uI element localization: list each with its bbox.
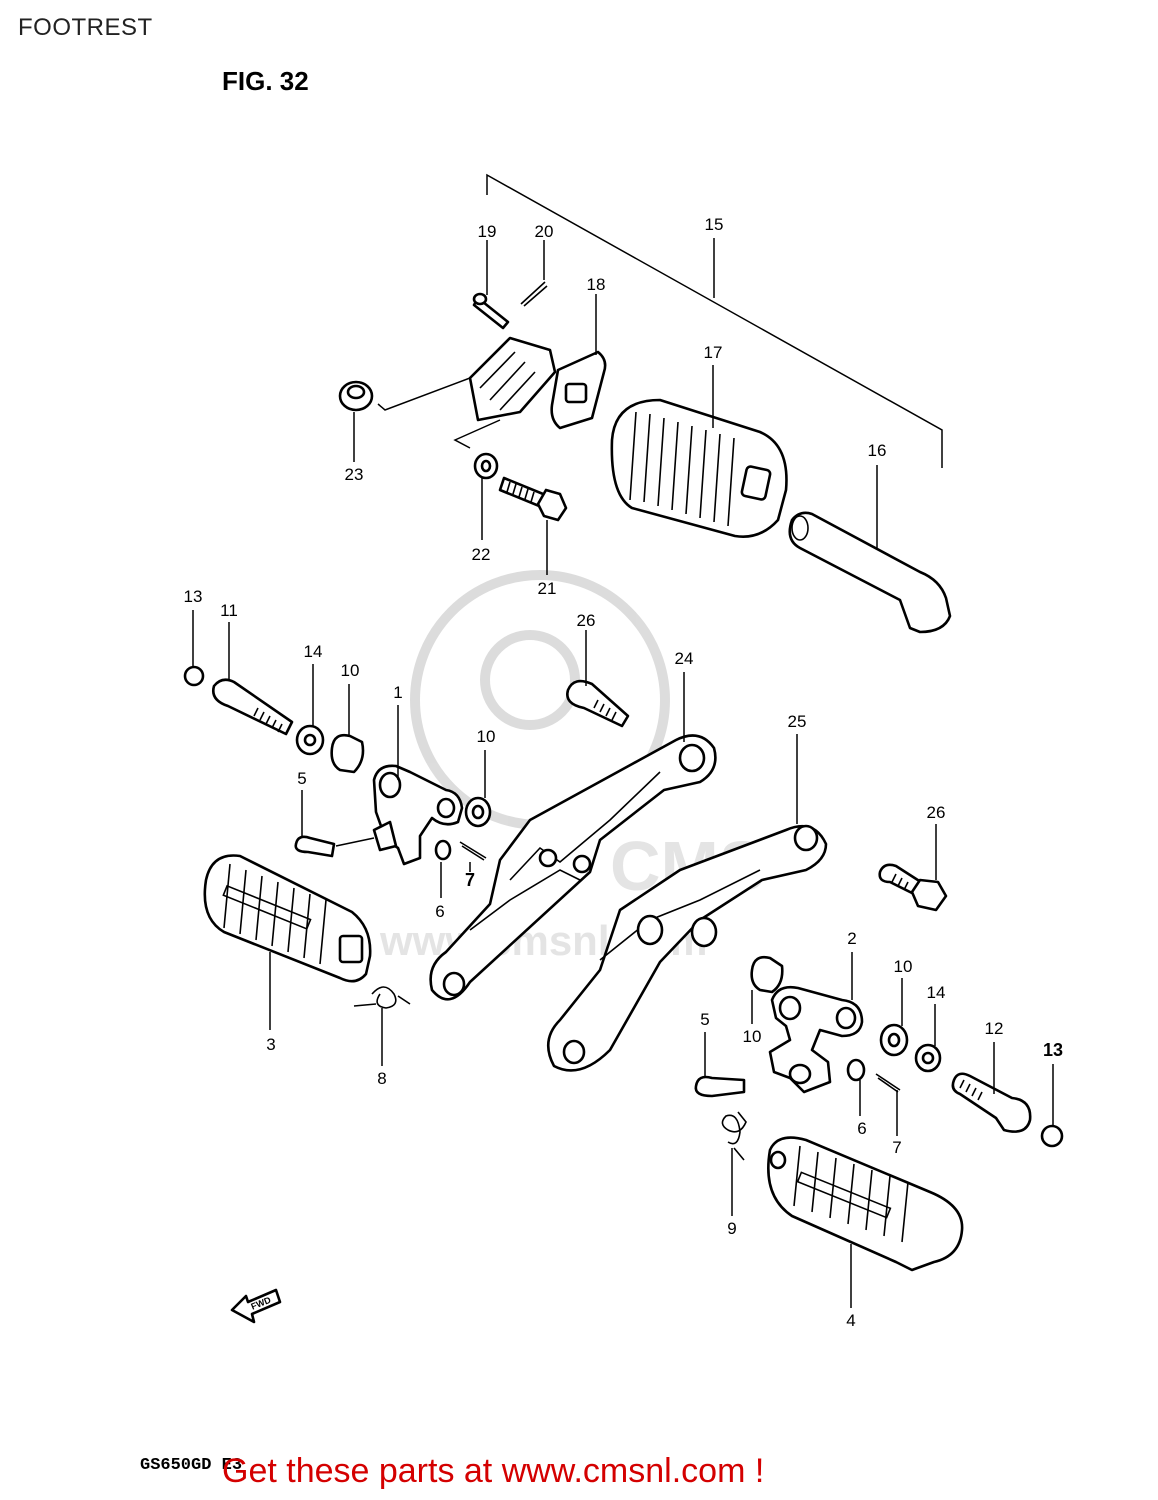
- part-10-bush-right-b: [879, 978, 909, 1057]
- part-14-washer-right: [914, 1004, 942, 1073]
- part-22-washer: [473, 452, 499, 540]
- callout-5-left: 5: [297, 769, 306, 788]
- part-11-bolt: [212, 622, 294, 736]
- callout-17: 17: [704, 343, 723, 362]
- part-24-bracket: [429, 672, 717, 1001]
- callout-3: 3: [266, 1035, 275, 1054]
- part-8-spring-left: [353, 986, 411, 1066]
- callout-8: 8: [377, 1069, 386, 1088]
- callout-11: 11: [220, 601, 238, 620]
- callout-22: 22: [472, 545, 491, 564]
- callout-12: 12: [985, 1019, 1004, 1038]
- part-17-rubber: [610, 365, 788, 538]
- part-5-pin-right: [694, 1032, 746, 1098]
- callout-9: 9: [727, 1219, 736, 1238]
- callout-14-left: 14: [304, 642, 323, 661]
- callout-10-right-a: 10: [743, 1027, 762, 1046]
- part-7-cotter-left: [459, 841, 487, 872]
- page-title: FOOTREST: [18, 14, 153, 41]
- part-3-footpeg-left: [203, 854, 372, 1030]
- model-code: GS650GD E3: [140, 1456, 243, 1475]
- callout-24: 24: [675, 649, 694, 668]
- part-16-shaft: [788, 465, 952, 634]
- callout-19: 19: [478, 222, 497, 241]
- callout-6-right: 6: [857, 1119, 866, 1138]
- part-13-nut-left: [183, 610, 205, 687]
- callout-13-right: 13: [1043, 1040, 1063, 1060]
- part-1-bracket-left: [372, 705, 464, 866]
- callout-15: 15: [705, 215, 724, 234]
- callout-26-right: 26: [927, 803, 946, 822]
- callout-26-upper: 26: [577, 611, 596, 630]
- part-14-washer-left: [295, 664, 325, 756]
- part-19-pin: [472, 240, 510, 330]
- callout-13-left: 13: [184, 587, 203, 606]
- part-6-washer-left: [434, 839, 452, 898]
- callout-7-right: 7: [892, 1138, 901, 1157]
- part-18-plate: [550, 294, 607, 430]
- callout-4: 4: [846, 1311, 855, 1330]
- callout-10-left-b: 10: [477, 727, 496, 746]
- part-25-bracket: [546, 734, 828, 1072]
- callout-25: 25: [788, 712, 807, 731]
- part-5-pin-left: [294, 790, 375, 858]
- get-parts-link[interactable]: Get these parts at www.cmsnl.com !: [222, 1452, 765, 1490]
- part-10-bush-right-a: [750, 955, 784, 1024]
- callout-10-left-a: 10: [341, 661, 360, 680]
- part-20-cotter-pin: [520, 240, 548, 307]
- part-group-15: [486, 173, 943, 468]
- callout-20: 20: [535, 222, 554, 241]
- callout-numbers: 19 20 15 18 17 23 16 22 21 13 11 26 14 2…: [184, 215, 1063, 1330]
- part-26-bolt-right: [878, 824, 948, 912]
- part-21-bolt: [498, 476, 568, 575]
- callout-14-right: 14: [927, 983, 946, 1002]
- part-10-bush-left-a: [330, 684, 365, 774]
- part-7-cotter-right: [875, 1073, 901, 1136]
- callout-21: 21: [538, 579, 557, 598]
- part-23-nut: [338, 380, 374, 462]
- part-13-nut-right: [1040, 1064, 1064, 1148]
- part-9-spring-right: [721, 1111, 747, 1216]
- figure-label: FIG. 32: [222, 66, 309, 96]
- callout-23: 23: [345, 465, 364, 484]
- callout-2: 2: [847, 929, 856, 948]
- callout-1: 1: [393, 683, 402, 702]
- callout-16: 16: [868, 441, 887, 460]
- part-12-bolt: [951, 1042, 1032, 1133]
- part-10-bush-left-b: [464, 750, 492, 828]
- part-4-footpeg-right: [767, 1136, 964, 1308]
- part-6-washer-right: [846, 1058, 866, 1116]
- callout-10-right-b: 10: [894, 957, 913, 976]
- part-2-bracket-right: [768, 952, 864, 1094]
- callout-5-right: 5: [700, 1010, 709, 1029]
- callout-6-left: 6: [435, 902, 444, 921]
- callout-18: 18: [587, 275, 606, 294]
- callout-7-left: 7: [465, 870, 475, 890]
- fwd-arrow-icon: FWD: [230, 1288, 282, 1324]
- part-rear-bracket: [377, 336, 557, 449]
- part-26-bolt-upper: [566, 630, 630, 728]
